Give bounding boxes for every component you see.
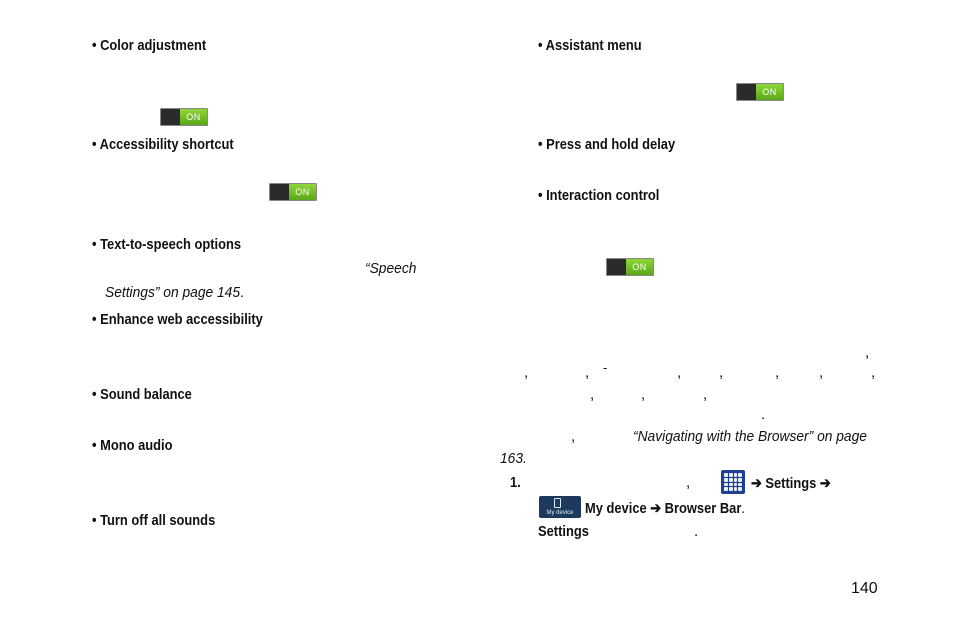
mark-comma: ,: [677, 364, 682, 381]
mark-comma: ,: [865, 344, 870, 361]
mark-comma: ,: [871, 364, 876, 381]
bullet-interaction-control: • Interaction control: [538, 187, 660, 204]
my-device-icon[interactable]: My device: [539, 496, 581, 518]
mark-comma: ,: [719, 364, 724, 381]
interaction-control-toggle[interactable]: ON: [606, 258, 654, 276]
mark-comma: ,: [571, 428, 576, 445]
bullet-press-hold-delay: • Press and hold delay: [538, 136, 676, 153]
heading-enhance-web: Enhance web accessibility: [100, 311, 263, 328]
bullet-turn-off-sounds: • Turn off all sounds: [92, 512, 216, 529]
heading-accessibility-shortcut: Accessibility shortcut: [99, 136, 234, 153]
browser-ref-page: 163.: [500, 450, 527, 467]
browser-path-text: My device ➔ Browser Bar: [585, 500, 742, 517]
bullet-assistant-menu: • Assistant menu: [538, 37, 642, 54]
step-settings-path: ➔ Settings ➔: [751, 475, 831, 492]
heading-sound-balance: Sound balance: [100, 386, 192, 403]
mark-comma: ,: [590, 386, 595, 403]
assistant-menu-toggle[interactable]: ON: [736, 83, 784, 101]
heading-color-adjustment: Color adjustment: [100, 37, 207, 54]
toggle-on-label: ON: [626, 259, 653, 275]
mark-comma: ,: [641, 386, 646, 403]
bullet-text-to-speech: • Text-to-speech options: [92, 236, 242, 253]
apps-grid-icon[interactable]: [721, 470, 745, 494]
bullet-mono-audio: • Mono audio: [92, 437, 173, 454]
browser-path-period: .: [741, 500, 745, 517]
browser-ref: “Navigating with the Browser” on page: [633, 428, 867, 445]
heading-turn-off-sounds: Turn off all sounds: [100, 512, 216, 529]
mark-dash: -: [603, 360, 608, 375]
toggle-on-label: ON: [756, 84, 783, 100]
trailing-period: .: [694, 523, 699, 540]
mark-comma: ,: [585, 364, 590, 381]
mark-comma: ,: [686, 474, 691, 491]
mark-comma: ,: [775, 364, 780, 381]
speech-ref-period: .: [240, 284, 244, 301]
speech-settings-ref-open: “Speech: [365, 260, 417, 277]
bullet-sound-balance: • Sound balance: [92, 386, 192, 403]
my-device-icon-caption: My device: [546, 510, 574, 516]
speech-ref-text: Settings” on page 145: [105, 284, 241, 301]
bullet-enhance-web: • Enhance web accessibility: [92, 311, 263, 328]
step-browser-path: My device ➔ Browser Bar.: [585, 499, 745, 517]
mark-comma: ,: [703, 386, 708, 403]
heading-press-hold-delay: Press and hold delay: [546, 136, 676, 153]
bullet-color-adjustment: • Color adjustment: [92, 37, 207, 54]
mark-period: .: [761, 406, 766, 423]
speech-settings-ref-close: Settings” on page 145.: [105, 284, 244, 301]
color-adjustment-toggle[interactable]: ON: [160, 108, 208, 126]
heading-assistant-menu: Assistant menu: [545, 37, 642, 54]
page-number: 140: [851, 580, 878, 597]
accessibility-shortcut-toggle[interactable]: ON: [269, 183, 317, 201]
step-number: 1.: [510, 474, 521, 491]
heading-text-to-speech: Text-to-speech options: [100, 236, 242, 253]
heading-mono-audio: Mono audio: [100, 437, 173, 454]
settings-word: Settings: [538, 523, 589, 540]
phone-glyph: [554, 498, 561, 508]
toggle-on-label: ON: [180, 109, 207, 125]
mark-comma: ,: [524, 364, 529, 381]
mark-comma: ,: [819, 364, 824, 381]
heading-interaction-control: Interaction control: [546, 187, 660, 204]
bullet-accessibility-shortcut: • Accessibility shortcut: [92, 136, 234, 153]
toggle-on-label: ON: [289, 184, 316, 200]
